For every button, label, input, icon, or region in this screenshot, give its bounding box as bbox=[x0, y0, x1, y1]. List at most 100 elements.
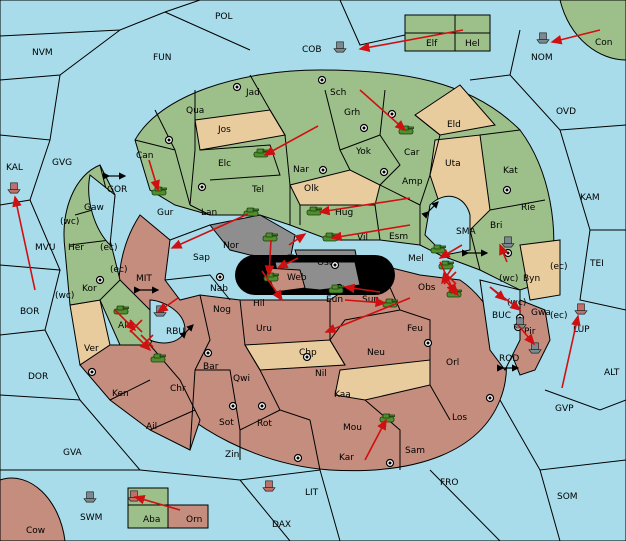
label-nog: Nog bbox=[213, 305, 231, 315]
label-ec1: (ec) bbox=[100, 243, 118, 253]
label-olk: Olk bbox=[304, 184, 320, 194]
label-sun: Sun bbox=[362, 295, 379, 305]
label-chp: Chp bbox=[299, 348, 317, 358]
label-kor: Kor bbox=[82, 284, 97, 294]
label-ost: Ost bbox=[317, 258, 333, 268]
label-hug: Hug bbox=[335, 208, 353, 218]
label-ver: Ver bbox=[84, 344, 99, 354]
supply-center-kor bbox=[95, 275, 105, 285]
label-tel: Tel bbox=[251, 185, 264, 195]
label-rbu: RBU bbox=[166, 327, 185, 337]
label-lit: LIT bbox=[305, 488, 319, 498]
label-ec3: (ec) bbox=[110, 265, 128, 275]
label-aba: Aba bbox=[143, 515, 160, 525]
label-nar: Nar bbox=[293, 165, 309, 175]
supply-center-byn bbox=[503, 248, 513, 258]
label-nil: Nil bbox=[315, 369, 327, 379]
label-fun: FUN bbox=[153, 53, 172, 63]
label-alt2: ALT bbox=[604, 368, 620, 378]
supply-center-tel bbox=[197, 182, 207, 192]
label-grh: Grh bbox=[344, 108, 360, 118]
label-ec2: (ec) bbox=[550, 262, 568, 272]
supply-center-nil bbox=[302, 352, 312, 362]
label-ken: Ken bbox=[112, 389, 129, 399]
label-zin: Zin bbox=[225, 450, 239, 460]
label-mel: Mel bbox=[408, 254, 424, 264]
label-gva: GVA bbox=[63, 448, 83, 458]
label-orn: Orn bbox=[186, 515, 202, 525]
label-yok: Yok bbox=[355, 147, 372, 157]
strait-markers bbox=[103, 172, 520, 372]
label-her: Her bbox=[68, 243, 84, 253]
label-wc2: (wc) bbox=[499, 274, 518, 284]
supply-center-sot bbox=[228, 401, 238, 411]
label-kar: Kar bbox=[339, 453, 354, 463]
label-nvm: NVM bbox=[32, 48, 53, 58]
label-ail: Ail bbox=[146, 422, 157, 432]
label-rie: Rie bbox=[521, 203, 536, 213]
label-gor: GOR bbox=[107, 185, 127, 195]
label-sma: SMA bbox=[456, 227, 476, 237]
label-nom: NOM bbox=[531, 53, 553, 63]
label-esm: Esm bbox=[389, 232, 408, 242]
label-web: Web bbox=[287, 273, 307, 283]
label-ec4: (ec) bbox=[550, 311, 568, 321]
label-cow: Cow bbox=[26, 526, 45, 536]
label-orl: Orl bbox=[446, 358, 459, 368]
supply-center-jad bbox=[232, 82, 242, 92]
label-tei: TEI bbox=[589, 259, 604, 269]
label-dax: DAX bbox=[272, 520, 291, 530]
label-sap: Sap bbox=[193, 253, 210, 263]
label-lan: Lan bbox=[201, 208, 217, 218]
label-wc1: (wc) bbox=[60, 217, 79, 227]
supply-center-amp bbox=[379, 167, 389, 177]
label-mvu: MVU bbox=[35, 243, 56, 253]
label-uru: Uru bbox=[256, 324, 272, 334]
label-uta: Uta bbox=[445, 159, 461, 169]
label-elf: Elf bbox=[426, 39, 438, 49]
label-jos: Jos bbox=[217, 125, 231, 135]
label-car: Car bbox=[404, 148, 420, 158]
label-bar: Bar bbox=[203, 362, 219, 372]
label-gvp: GVP bbox=[555, 404, 574, 414]
label-can: Can bbox=[136, 151, 154, 161]
label-cob: COB bbox=[302, 45, 322, 55]
supply-center-olk bbox=[318, 165, 328, 175]
label-wc3: (wc) bbox=[55, 291, 74, 301]
label-ovd: OVD bbox=[556, 107, 576, 117]
label-som: SOM bbox=[557, 492, 578, 502]
label-gur: Gur bbox=[157, 208, 174, 218]
inner-seas bbox=[88, 174, 521, 371]
supply-center-zin bbox=[293, 453, 303, 463]
label-qua: Qua bbox=[186, 106, 204, 116]
label-obs: Obs bbox=[418, 283, 436, 293]
label-elc: Elc bbox=[218, 159, 231, 169]
label-bor: BOR bbox=[20, 307, 39, 317]
label-qwi: Qwi bbox=[233, 374, 250, 384]
labels: POL NVM FUN COB Elf Hel NOM Con OVD KAL … bbox=[6, 12, 620, 536]
label-fro: FRO bbox=[440, 478, 459, 488]
supply-center-ver bbox=[87, 367, 97, 377]
supply-center-sam bbox=[385, 458, 395, 468]
supply-center-can bbox=[164, 135, 174, 145]
label-jad: Jad bbox=[245, 88, 260, 98]
label-rod: ROD bbox=[499, 354, 519, 364]
label-con: Con bbox=[595, 38, 613, 48]
support-markers bbox=[129, 271, 457, 348]
label-chr: Chr bbox=[170, 384, 186, 394]
label-sam: Sam bbox=[405, 446, 425, 456]
supply-center-bar bbox=[203, 348, 213, 358]
label-skr: Skr bbox=[286, 254, 301, 264]
label-kaa: Kaa bbox=[334, 390, 351, 400]
label-amp: Amp bbox=[402, 177, 423, 187]
supply-center-sch bbox=[317, 75, 327, 85]
label-eld: Eld bbox=[447, 120, 461, 130]
region-elf-hel bbox=[404, 14, 491, 52]
label-hel: Hel bbox=[465, 39, 480, 49]
supply-center-rot bbox=[257, 401, 267, 411]
supply-center-grh bbox=[359, 123, 369, 133]
supply-center-orl bbox=[423, 338, 433, 348]
